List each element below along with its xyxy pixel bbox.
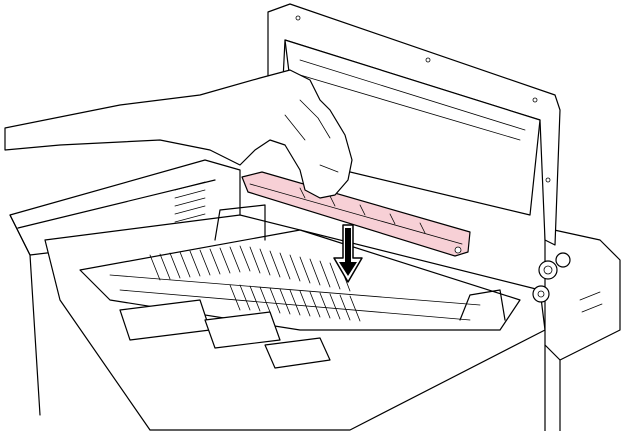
paper-path-rollers: [79, 204, 521, 369]
vent-grille: [174, 181, 206, 223]
gear-icon: [532, 252, 571, 303]
hand-illustration: [4, 69, 353, 199]
pink-roller-assembly: [241, 171, 471, 257]
down-arrow-icon: [333, 224, 363, 283]
